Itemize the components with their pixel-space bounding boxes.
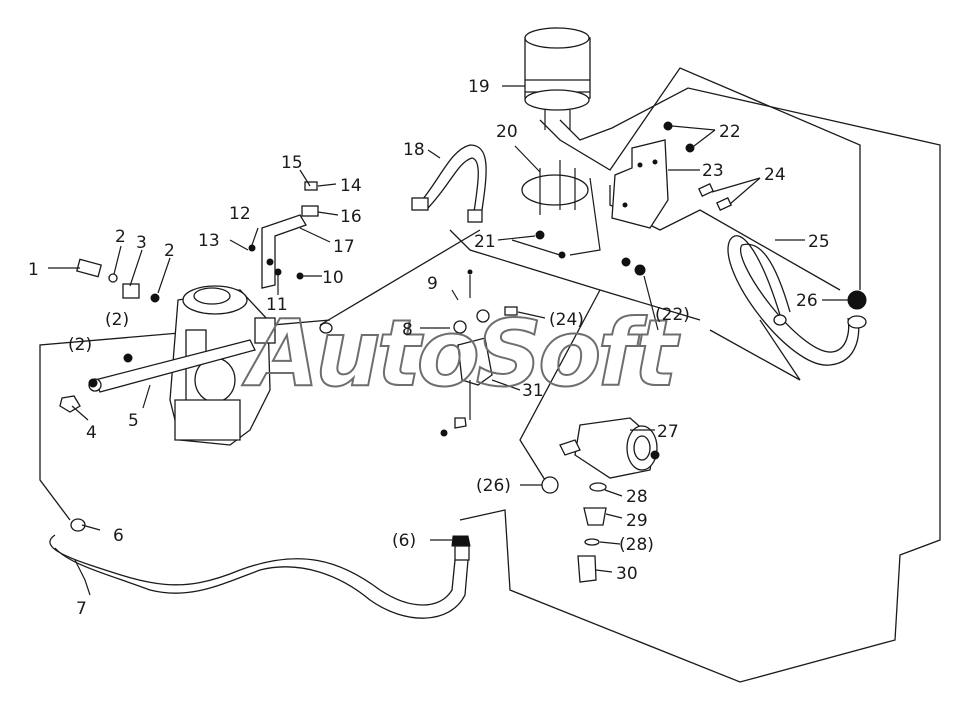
- label-19: 19: [468, 77, 490, 97]
- label-10: 10: [322, 268, 344, 288]
- label-9: 9: [427, 274, 438, 294]
- label-24: 24: [764, 165, 786, 185]
- label-24-ref: (24): [549, 310, 584, 330]
- hose-25: [727, 235, 867, 366]
- reservoir-19: [524, 27, 591, 130]
- bolts-22-24: [535, 121, 732, 276]
- label-12: 12: [229, 204, 251, 224]
- label-28: 28: [626, 487, 648, 507]
- label-17: 17: [333, 237, 355, 257]
- label-21: 21: [474, 232, 496, 252]
- fittings-6-26: [70, 290, 867, 561]
- label-30: 30: [616, 564, 638, 584]
- bracket-20: [521, 160, 601, 256]
- leader-lines: [48, 85, 848, 596]
- label-26-ref: (26): [476, 476, 511, 496]
- pump-27: [559, 417, 660, 479]
- valve-31: [440, 269, 518, 437]
- label-8: 8: [402, 320, 413, 340]
- label-7: 7: [76, 599, 87, 619]
- label-4: 4: [86, 423, 97, 443]
- label-11: 11: [266, 295, 288, 315]
- label-29: 29: [626, 511, 648, 531]
- bracket-17: [248, 181, 319, 289]
- label-6: 6: [113, 526, 124, 546]
- label-23: 23: [702, 161, 724, 181]
- label-3: 3: [136, 233, 147, 253]
- label-22: 22: [719, 122, 741, 142]
- label-26: 26: [796, 291, 818, 311]
- label-28-ref: (28): [619, 535, 654, 555]
- label-22-ref: (22): [655, 305, 690, 325]
- label-2: 2: [164, 241, 175, 261]
- label-27: 27: [657, 422, 679, 442]
- label-20: 20: [496, 122, 518, 142]
- label-31: 31: [522, 381, 544, 401]
- part-labels: 1 2 3 2 (2) (2) 4 5 6 (6) 7 8 9 10 11 12…: [28, 77, 830, 619]
- label-1: 1: [28, 260, 39, 280]
- hose-end-fitting: [467, 209, 483, 223]
- hose-7: [49, 534, 469, 619]
- fittings-1-4: [59, 258, 160, 413]
- hose-end-fitting: [411, 197, 429, 211]
- label-5: 5: [128, 411, 139, 431]
- label-13: 13: [198, 231, 220, 251]
- label-2-ref: (2): [105, 310, 129, 330]
- hose-18: [411, 144, 487, 223]
- label-2-ref: (2): [68, 335, 92, 355]
- label-16: 16: [340, 207, 362, 227]
- label-25: 25: [808, 232, 830, 252]
- label-2: 2: [115, 227, 126, 247]
- watermark-text: AutoSoft: [242, 300, 680, 407]
- label-14: 14: [340, 176, 362, 196]
- parts-28-30: [577, 482, 607, 583]
- bracket-23: [611, 139, 669, 229]
- label-15: 15: [281, 153, 303, 173]
- label-18: 18: [403, 140, 425, 160]
- label-6-ref: (6): [392, 531, 416, 551]
